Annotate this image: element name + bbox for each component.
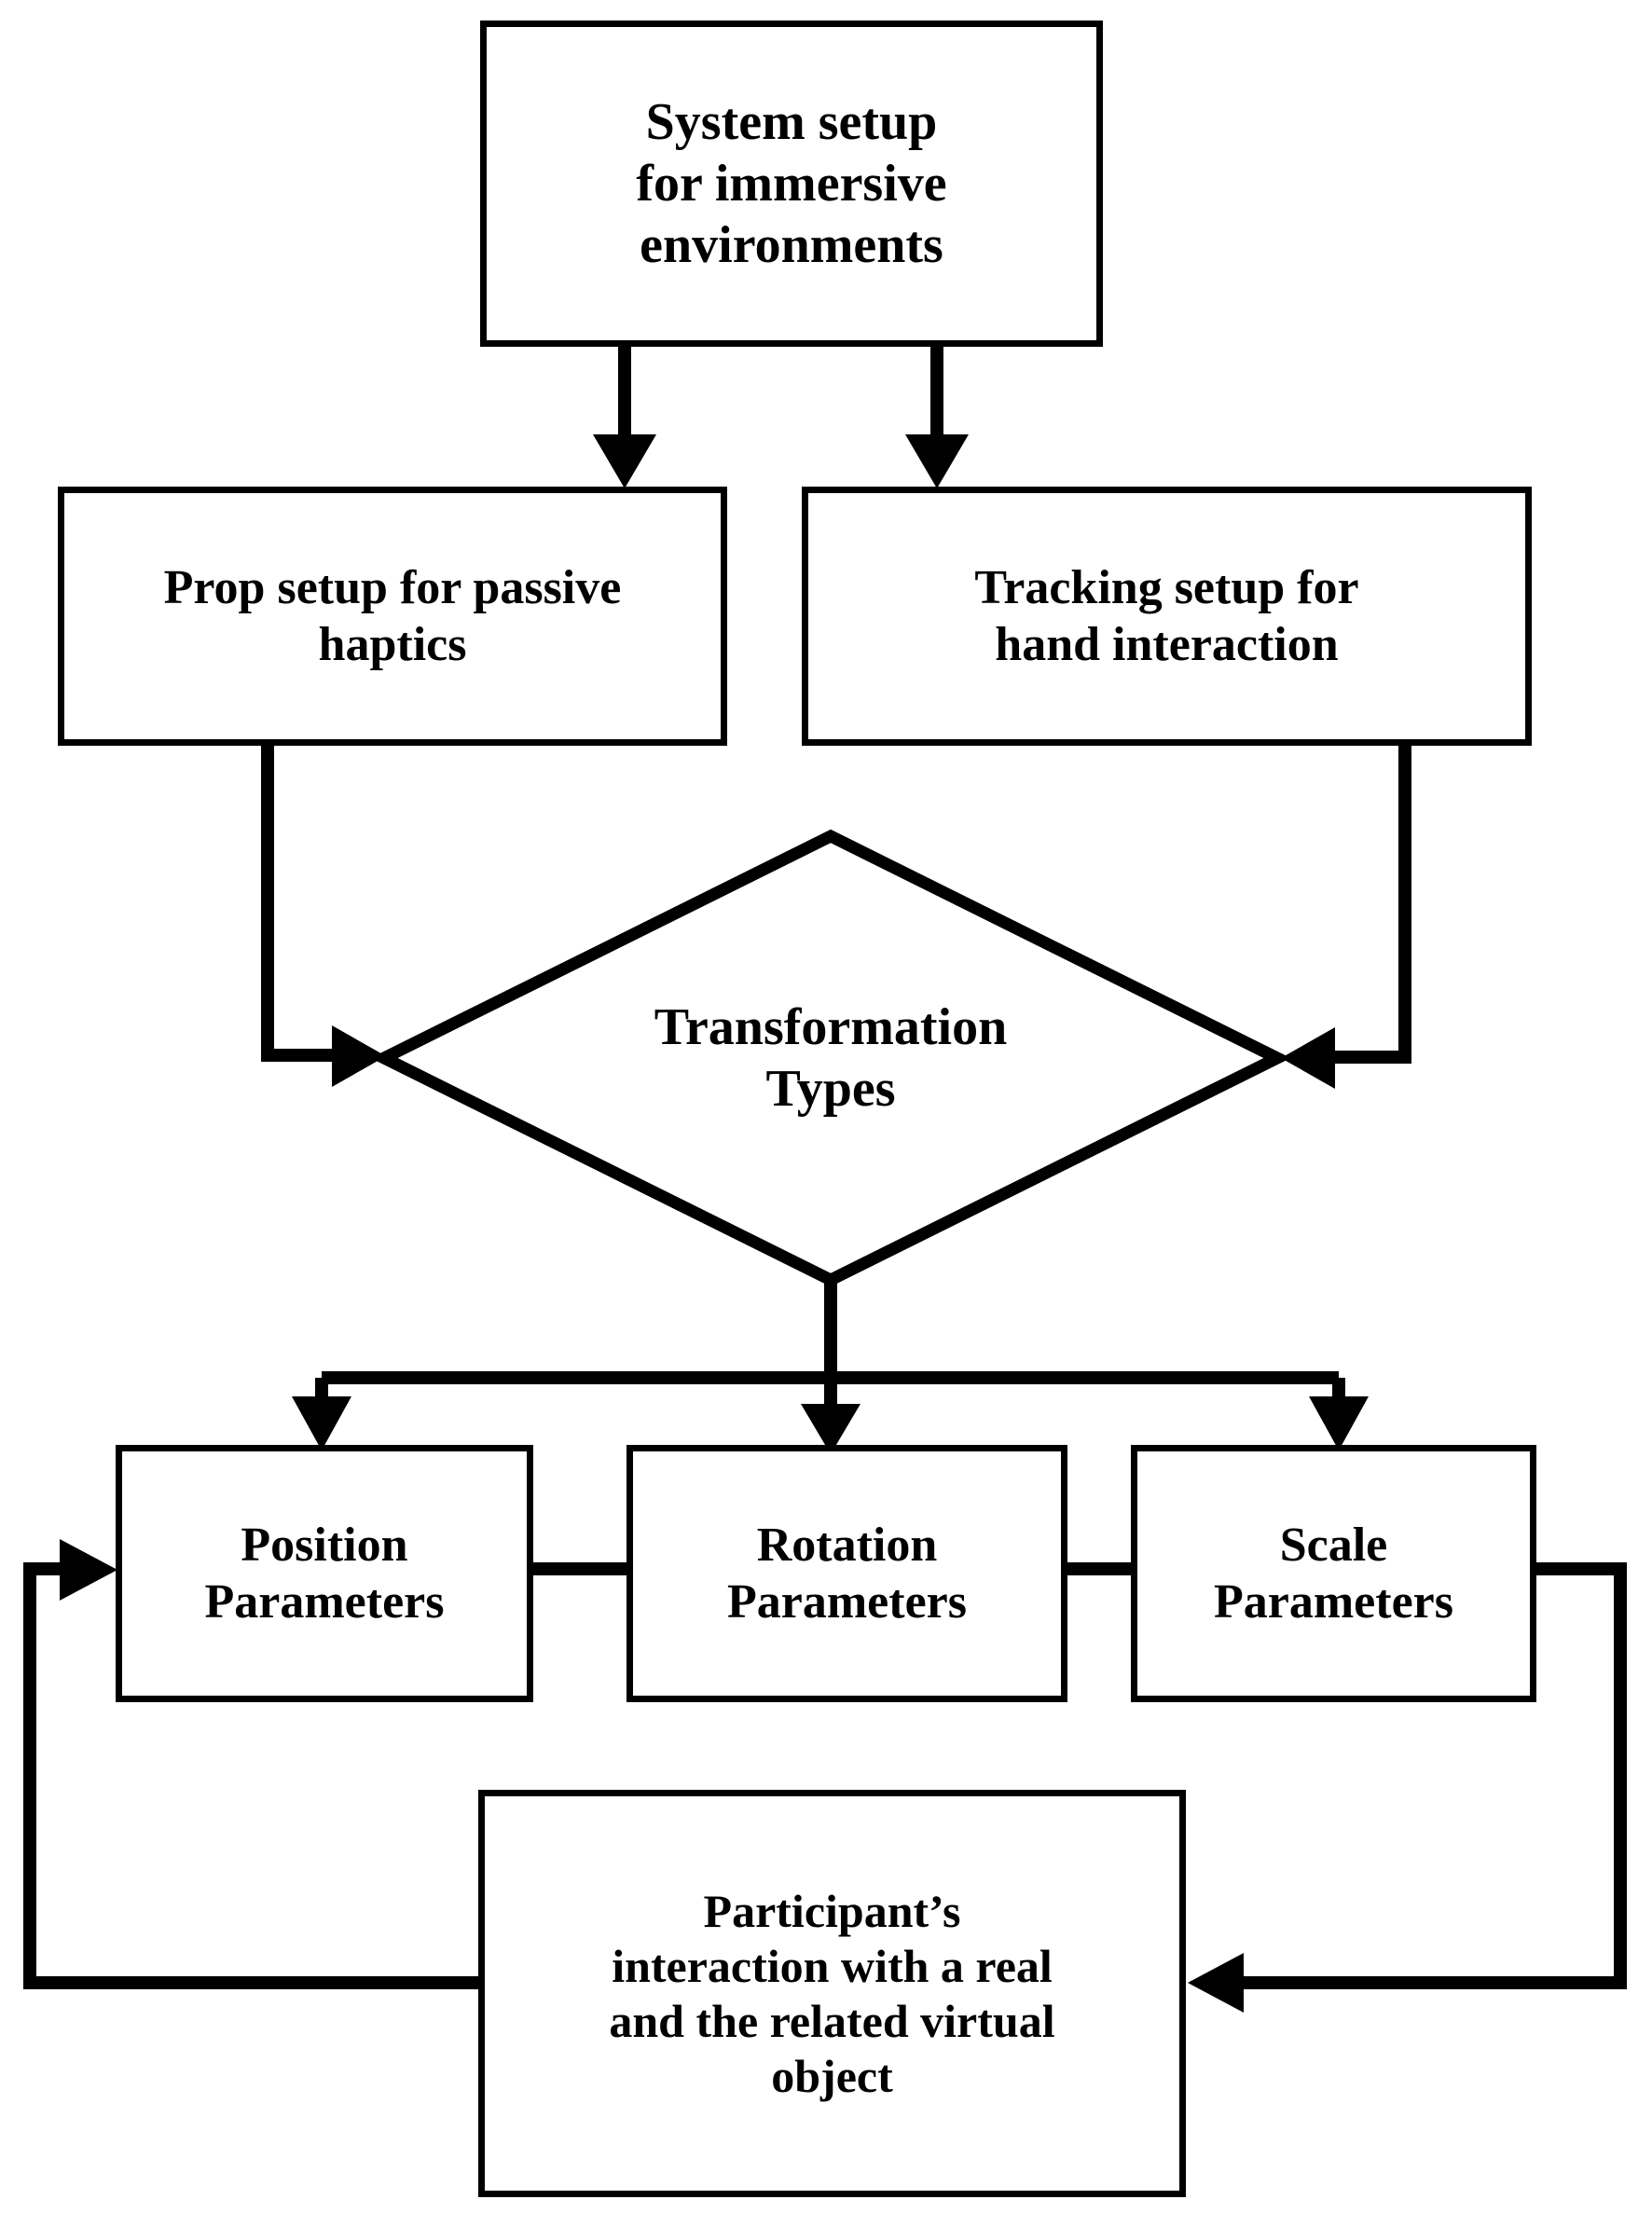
node-tracking-setup[interactable]: Tracking setup for hand interaction: [802, 487, 1532, 746]
arrowhead-to-prop: [593, 434, 656, 488]
arrowhead-to-tracking: [905, 434, 969, 488]
edge-tracking-to-diamond: [1331, 746, 1411, 1064]
node-system-setup-label: System setup for immersive environments: [636, 92, 947, 275]
node-participant-interaction-label: Participant’s interaction with a real an…: [609, 1884, 1055, 2102]
node-position-parameters-label: Position Parameters: [204, 1518, 445, 1629]
arrowhead-diamond-left: [332, 1025, 386, 1087]
arrowhead-to-participant: [1188, 1953, 1244, 2013]
arrowhead-to-position: [292, 1396, 351, 1450]
node-scale-parameters-label: Scale Parameters: [1214, 1518, 1453, 1629]
node-tracking-setup-label: Tracking setup for hand interaction: [974, 560, 1359, 671]
node-participant-interaction[interactable]: Participant’s interaction with a real an…: [478, 1790, 1186, 2197]
edge-prop-to-diamond: [261, 746, 336, 1062]
arrowhead-to-position-loop: [60, 1539, 117, 1601]
node-position-parameters[interactable]: Position Parameters: [116, 1445, 533, 1702]
node-scale-parameters[interactable]: Scale Parameters: [1131, 1445, 1536, 1702]
arrowhead-to-rotation: [801, 1404, 860, 1454]
node-prop-setup-label: Prop setup for passive haptics: [163, 560, 622, 671]
diamond-transformation-types: [370, 829, 1291, 1287]
edge-scale-to-participant: [1240, 1562, 1627, 1989]
arrowhead-to-scale: [1309, 1396, 1369, 1450]
node-rotation-parameters-label: Rotation Parameters: [727, 1518, 967, 1629]
node-prop-setup[interactable]: Prop setup for passive haptics: [58, 487, 727, 746]
node-rotation-parameters[interactable]: Rotation Parameters: [626, 1445, 1067, 1702]
node-system-setup[interactable]: System setup for immersive environments: [480, 21, 1103, 347]
arrowhead-diamond-right: [1281, 1027, 1335, 1089]
edge-participant-to-position: [23, 1562, 478, 1989]
